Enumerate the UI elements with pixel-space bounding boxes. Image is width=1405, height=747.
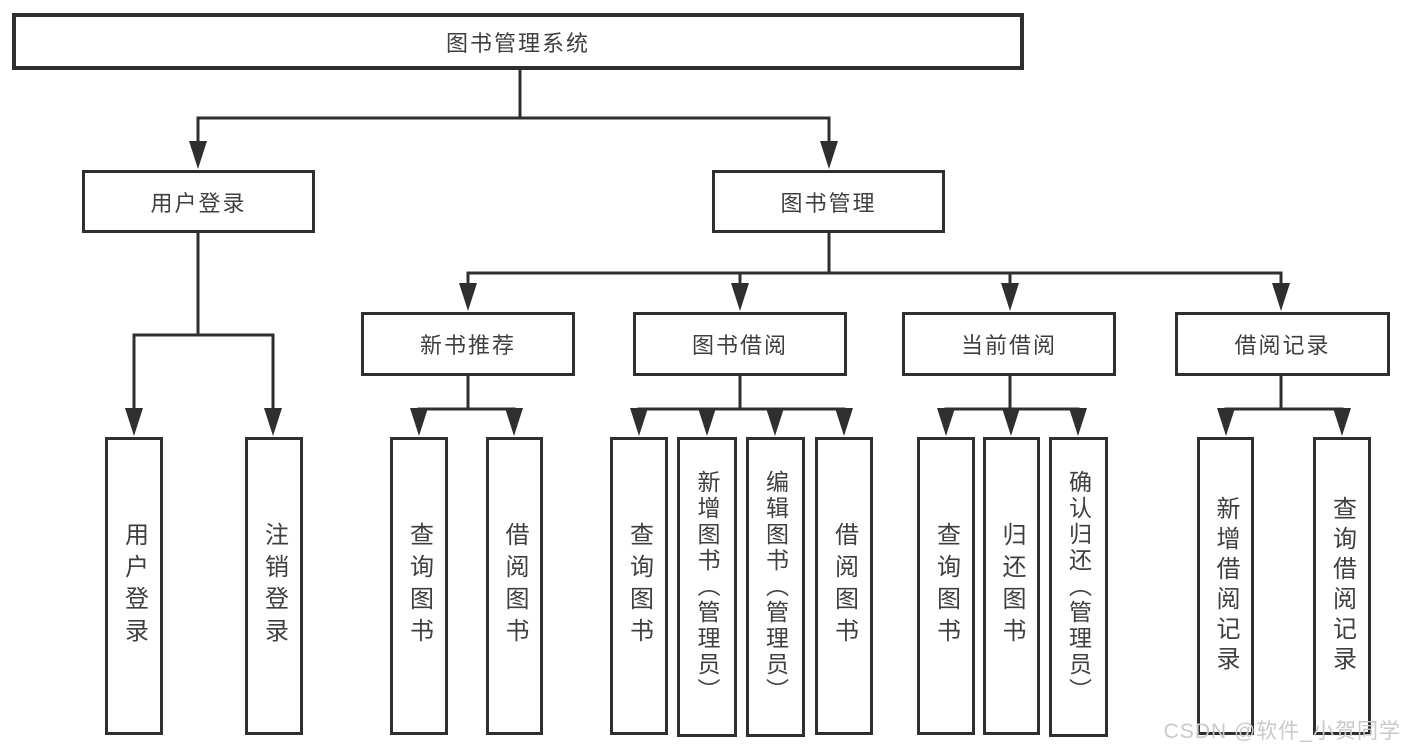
node-label: 新书推荐: [419, 333, 516, 358]
arrowhead-icon: [766, 408, 784, 436]
node-br-query-record: 查询借阅记录: [1313, 437, 1371, 735]
node-bb-edit-book: 编辑图书（管理员）: [746, 437, 805, 737]
arrowhead-icon: [820, 141, 838, 169]
arrowhead-icon: [1333, 408, 1351, 436]
node-label: 借阅图书: [501, 522, 528, 650]
arrowhead-icon: [1217, 408, 1235, 436]
arrowhead-icon: [459, 283, 477, 311]
arrowhead-icon: [698, 408, 716, 436]
arrowhead-icon: [1069, 408, 1087, 436]
arrowhead-icon: [1272, 283, 1290, 311]
node-bb-borrow-book: 借阅图书: [815, 437, 873, 735]
node-label: 图书管理系统: [445, 30, 590, 56]
arrowhead-icon: [1002, 408, 1020, 436]
node-label: 查询图书: [625, 522, 653, 650]
node-login: 用户登录: [105, 437, 163, 735]
node-borrow-record: 借阅记录: [1175, 312, 1390, 376]
node-book-mgmt: 图书管理: [712, 170, 945, 233]
node-label: 借阅图书: [830, 522, 858, 650]
node-label: 当前借阅: [960, 333, 1057, 358]
node-label: 借阅记录: [1234, 333, 1331, 358]
arrowhead-icon: [189, 141, 207, 169]
arrowhead-icon: [937, 408, 955, 436]
node-root: 图书管理系统: [12, 13, 1024, 70]
arrowhead-icon: [835, 408, 853, 436]
node-bb-add-book: 新增图书（管理员）: [677, 437, 737, 737]
node-user-login: 用户登录: [82, 170, 315, 233]
node-label: 用户登录: [120, 522, 148, 650]
node-label: 查询借阅记录: [1328, 496, 1356, 676]
arrowhead-icon: [1001, 283, 1019, 311]
arrowhead-icon: [630, 408, 648, 436]
node-label: 查询图书: [405, 522, 433, 650]
arrowheads: [125, 141, 1351, 436]
node-cb-return-book: 归还图书: [983, 437, 1040, 735]
node-cb-confirm-return: 确认归还（管理员）: [1049, 437, 1108, 737]
node-current-borrow: 当前借阅: [902, 312, 1116, 376]
arrowhead-icon: [731, 283, 749, 311]
arrowhead-icon: [410, 408, 428, 436]
node-rec-borrow-book: 借阅图书: [486, 437, 543, 735]
node-new-book-rec: 新书推荐: [361, 312, 575, 376]
node-label: 查询图书: [932, 522, 960, 650]
node-label: 新增借阅记录: [1212, 496, 1239, 676]
node-br-add-record: 新增借阅记录: [1197, 437, 1254, 735]
arrowhead-icon: [505, 408, 523, 436]
node-label: 编辑图书（管理员）: [762, 470, 789, 704]
arrowhead-icon: [125, 408, 143, 436]
node-rec-query-book: 查询图书: [390, 437, 448, 735]
node-label: 图书管理: [780, 190, 877, 216]
node-book-borrow: 图书借阅: [633, 312, 847, 376]
watermark: CSDN @软件_小贺同学: [1163, 720, 1401, 743]
node-bb-query-book: 查询图书: [610, 437, 668, 735]
arrowhead-icon: [264, 408, 282, 436]
node-label: 用户登录: [150, 190, 247, 216]
node-cb-query-book: 查询图书: [917, 437, 975, 735]
node-label: 注销登录: [260, 522, 288, 650]
node-label: 确认归还（管理员）: [1065, 470, 1092, 704]
node-label: 图书借阅: [691, 333, 788, 358]
node-logout: 注销登录: [245, 437, 303, 735]
node-label: 归还图书: [998, 522, 1025, 650]
node-label: 新增图书（管理员）: [694, 470, 720, 704]
